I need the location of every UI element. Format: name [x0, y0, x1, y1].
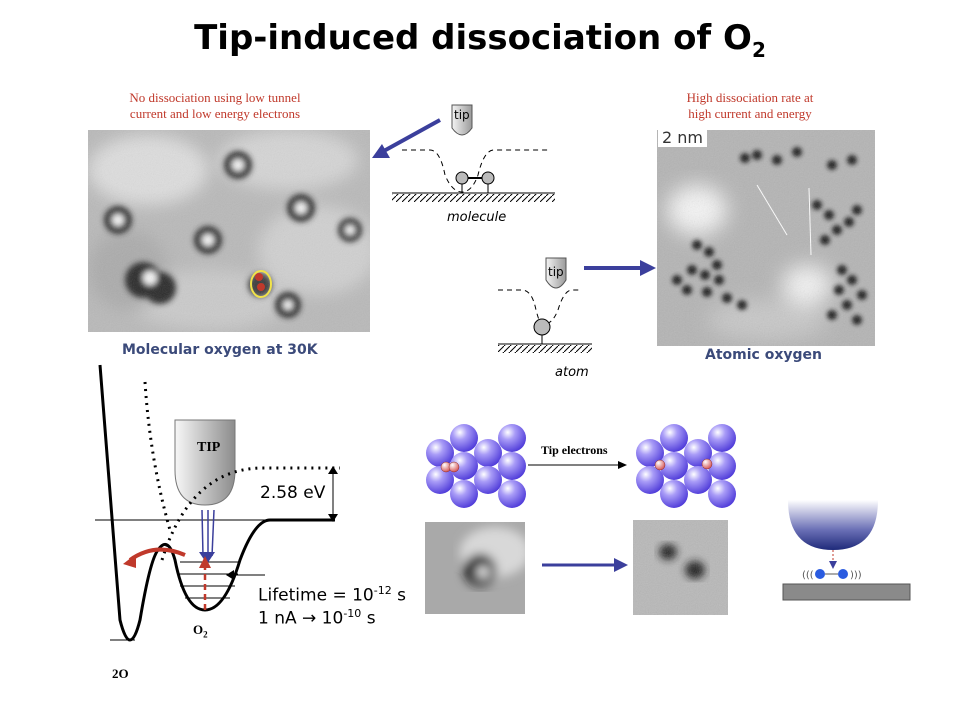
well-o2-text: O — [193, 622, 204, 637]
lattice-models — [426, 424, 736, 508]
tip-shape-molecule — [451, 104, 473, 136]
lifetime-unit-2: s — [361, 608, 376, 629]
page-title: Tip-induced dissociation of O2 — [0, 18, 960, 62]
lifetime-text-1: Lifetime = 10 — [258, 585, 374, 606]
barrier-energy: 2.58 eV — [260, 483, 326, 503]
tip-dissociation-icon: ((( ))) — [782, 500, 911, 601]
caption-atomic: Atomic oxygen — [705, 347, 822, 363]
lifetime-exponent-1: -12 — [373, 584, 392, 597]
molecule-label: molecule — [447, 210, 507, 225]
arrow-right-icon: → — [302, 608, 317, 629]
tip-shape-atom — [545, 257, 567, 289]
arrow-to-molecular — [381, 118, 441, 154]
stm-image-atomic — [657, 130, 875, 346]
scale-bar-label: 2 nm — [658, 128, 707, 147]
arrow-before-after — [542, 558, 628, 572]
svg-text:))): ))) — [850, 570, 862, 581]
lifetime-current: 1 nA — [258, 608, 303, 629]
tip-label-top: tip — [454, 108, 470, 122]
lifetime-exponent-2: -10 — [343, 607, 362, 620]
tip-label: TIP — [197, 440, 221, 455]
atom-label: atom — [555, 365, 589, 380]
lifetime-line-2: 1 nA → 10-10 s — [258, 607, 376, 629]
well-label-o2: O2 — [193, 622, 208, 640]
energy-diagram — [95, 364, 340, 642]
well-label-2o: 2O — [112, 666, 129, 681]
lattice-after — [636, 424, 736, 508]
potential-curve — [98, 364, 335, 642]
lifetime-text-2: 10 — [316, 608, 344, 629]
title-subscript: 2 — [751, 37, 766, 62]
tip-label-bottom: tip — [548, 265, 564, 279]
energy-tip-shape — [174, 419, 236, 506]
svg-text:(((: ((( — [802, 570, 814, 581]
lattice-before — [426, 424, 526, 508]
lifetime-unit-1: s — [391, 585, 406, 606]
title-text: Tip-induced dissociation of O — [194, 18, 752, 58]
well-o2-subscript: 2 — [203, 629, 208, 640]
note-right: High dissociation rate at high current a… — [686, 90, 814, 121]
tip-diagrams — [372, 104, 656, 353]
stm-image-molecular — [88, 130, 370, 332]
note-left: No dissociation using low tunnel current… — [129, 90, 301, 121]
tip-electrons-label: Tip electrons — [541, 443, 608, 457]
caption-molecular: Molecular oxygen at 30K — [122, 342, 318, 358]
stm-image-before — [425, 522, 525, 614]
lifetime-line-1: Lifetime = 10-12 s — [258, 584, 406, 606]
stm-image-after — [633, 520, 728, 615]
